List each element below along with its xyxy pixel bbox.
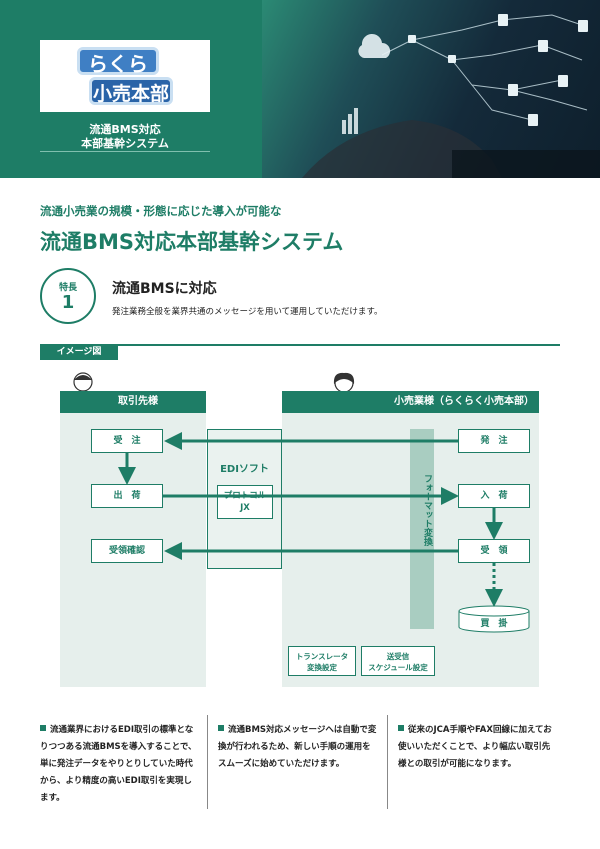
image-divider [40, 344, 560, 346]
feature-badge: 特長 1 [40, 268, 96, 324]
feature-number: 1 [61, 292, 75, 313]
translator-line1: トランスレータ [295, 652, 349, 661]
receipt-confirm-box: 受領確認 [91, 539, 163, 563]
format-conversion-label: フォーマット変換 [422, 474, 432, 546]
ledger-database-icon [458, 605, 530, 633]
arrival-box: 入 荷 [458, 484, 530, 508]
protocol-jx-label: JX [240, 503, 250, 513]
column-divider-1 [207, 715, 208, 809]
edi-software-box: EDIソフト プロトコル JX [207, 429, 282, 569]
feature-label: 特長 [58, 283, 77, 293]
bullet-icon [40, 725, 46, 731]
column-1-text: 流通業界におけるEDI取引の標準となりつつある流通BMSを導入することで、単に発… [40, 725, 197, 803]
format-conversion-column: フォーマット変換 [410, 429, 434, 629]
translator-line2: 変換設定 [307, 663, 337, 672]
column-3-text: 従来のJCA手順やFAX回線に加えてお使いいただくことで、より幅広い取引先様との… [398, 725, 552, 769]
network-graphic [302, 14, 600, 178]
translator-settings-box: トランスレータ 変換設定 [288, 646, 356, 676]
edi-title: EDIソフト [220, 464, 269, 475]
partner-header: 取引先様 [60, 391, 206, 413]
schedule-line2: スケジュール設定 [368, 663, 428, 672]
logo: らくらく 小売本部 [40, 40, 210, 112]
header-banner: らくらく 小売本部 流通BMS対応 本部基幹システム [0, 0, 600, 178]
retailer-header: 小売業様（らくらく小売本部） [282, 391, 539, 413]
bullet-icon [218, 725, 224, 731]
logo-top-text: らくらく [77, 47, 159, 104]
header-subtitle-2: 本部基幹システム [81, 137, 169, 150]
feature-title: 流通BMSに対応 [112, 281, 217, 297]
page-title: 流通BMS対応本部基幹システム [40, 230, 344, 254]
header-subtitle-1: 流通BMS対応 [89, 123, 161, 136]
protocol-label: プロトコル [223, 491, 267, 501]
column-1: 流通業界におけるEDI取引の標準となりつつある流通BMSを導入することで、単に発… [40, 722, 200, 807]
column-2: 流通BMS対応メッセージへは自動で変換が行われるため、新しい手順の運用をスムーズ… [218, 722, 378, 773]
receiving-box: 受 領 [458, 539, 530, 563]
schedule-settings-box: 送受信 スケジュール設定 [361, 646, 435, 676]
header-photo [262, 0, 600, 178]
order-box: 発 注 [458, 429, 530, 453]
column-divider-2 [387, 715, 388, 809]
shipment-box: 出 荷 [91, 484, 163, 508]
column-3: 従来のJCA手順やFAX回線に加えてお使いいただくことで、より幅広い取引先様との… [398, 722, 558, 773]
bullet-icon [398, 725, 404, 731]
image-tag: イメージ図 [40, 344, 118, 360]
header-divider [40, 151, 210, 152]
column-2-text: 流通BMS対応メッセージへは自動で変換が行われるため、新しい手順の運用をスムーズ… [218, 725, 377, 769]
order-received-box: 受 注 [91, 429, 163, 453]
logo-bottom-text: 小売本部 [89, 77, 173, 105]
protocol-box: プロトコル JX [217, 485, 273, 519]
sub-title: 流通小売業の規模・形態に応じた導入が可能な [40, 204, 282, 218]
ledger-label: 買 掛 [480, 619, 508, 629]
schedule-line1: 送受信 [386, 652, 410, 661]
feature-description: 発注業務全般を業界共通のメッセージを用いて運用していただけます。 [112, 307, 383, 317]
